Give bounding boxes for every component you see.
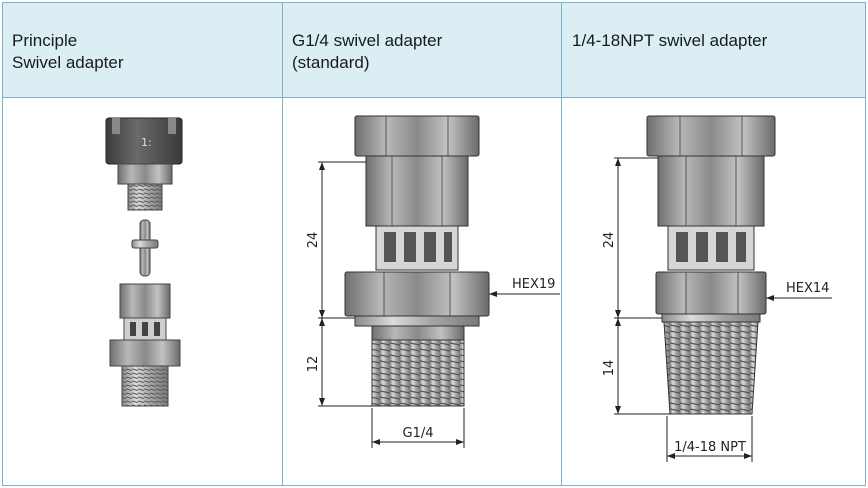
g14-thread-label: G1/4 <box>403 426 434 441</box>
connecting-pin <box>131 219 159 277</box>
g14-dim-top: 24 <box>306 232 321 249</box>
g14-body-hex <box>365 155 469 227</box>
npt-hex-label: HEX14 <box>786 281 829 296</box>
cap-marking: 1: <box>141 136 152 149</box>
g14-dimensions <box>318 161 560 448</box>
g14-thread <box>371 339 465 407</box>
grid-line-right <box>865 2 866 486</box>
cap-nut <box>117 163 173 185</box>
npt-thread-label: 1/4-18 NPT <box>674 440 746 455</box>
g14-dim-bottom: 12 <box>306 356 321 373</box>
header-g14-line2: (standard) <box>292 53 370 72</box>
header-npt: 1/4-18NPT swivel adapter <box>572 30 767 52</box>
grid-line-top <box>2 2 866 3</box>
npt-dimensions <box>614 157 832 462</box>
npt-body-hex <box>657 155 765 227</box>
npt-hex14 <box>655 271 767 315</box>
header-npt-line1: 1/4-18NPT swivel adapter <box>572 31 768 50</box>
header-g14: G1/4 swivel adapter (standard) <box>292 30 442 74</box>
lower-adapter <box>109 283 181 407</box>
grid-line-col2 <box>561 2 562 486</box>
header-principle-line2: Swivel adapter <box>12 53 124 72</box>
npt-dim-bottom: 14 <box>602 360 617 377</box>
g14-hex19 <box>344 271 490 317</box>
g14-top-nut <box>354 115 480 157</box>
npt-dim-top: 24 <box>602 232 617 249</box>
header-principle: Principle Swivel adapter <box>12 30 124 74</box>
npt-top-nut <box>646 115 776 157</box>
principle-drawing: 1: <box>105 117 183 407</box>
npt-drawing: 24 14 HEX14 1/4-18 NPT <box>602 115 832 462</box>
header-g14-line1: G1/4 swivel adapter <box>292 31 443 50</box>
grid-line-bottom <box>2 485 866 486</box>
grid-line-left <box>2 2 3 486</box>
g14-drawing: 24 12 HEX19 G1/4 <box>306 115 560 448</box>
grid-line-header <box>2 97 866 98</box>
table-header-row <box>3 3 865 97</box>
knurled-cap: 1: <box>105 117 183 165</box>
header-principle-line1: Principle <box>12 31 78 50</box>
g14-hex-label: HEX19 <box>512 277 555 292</box>
grid-line-col1 <box>282 2 283 486</box>
npt-thread <box>663 321 759 415</box>
